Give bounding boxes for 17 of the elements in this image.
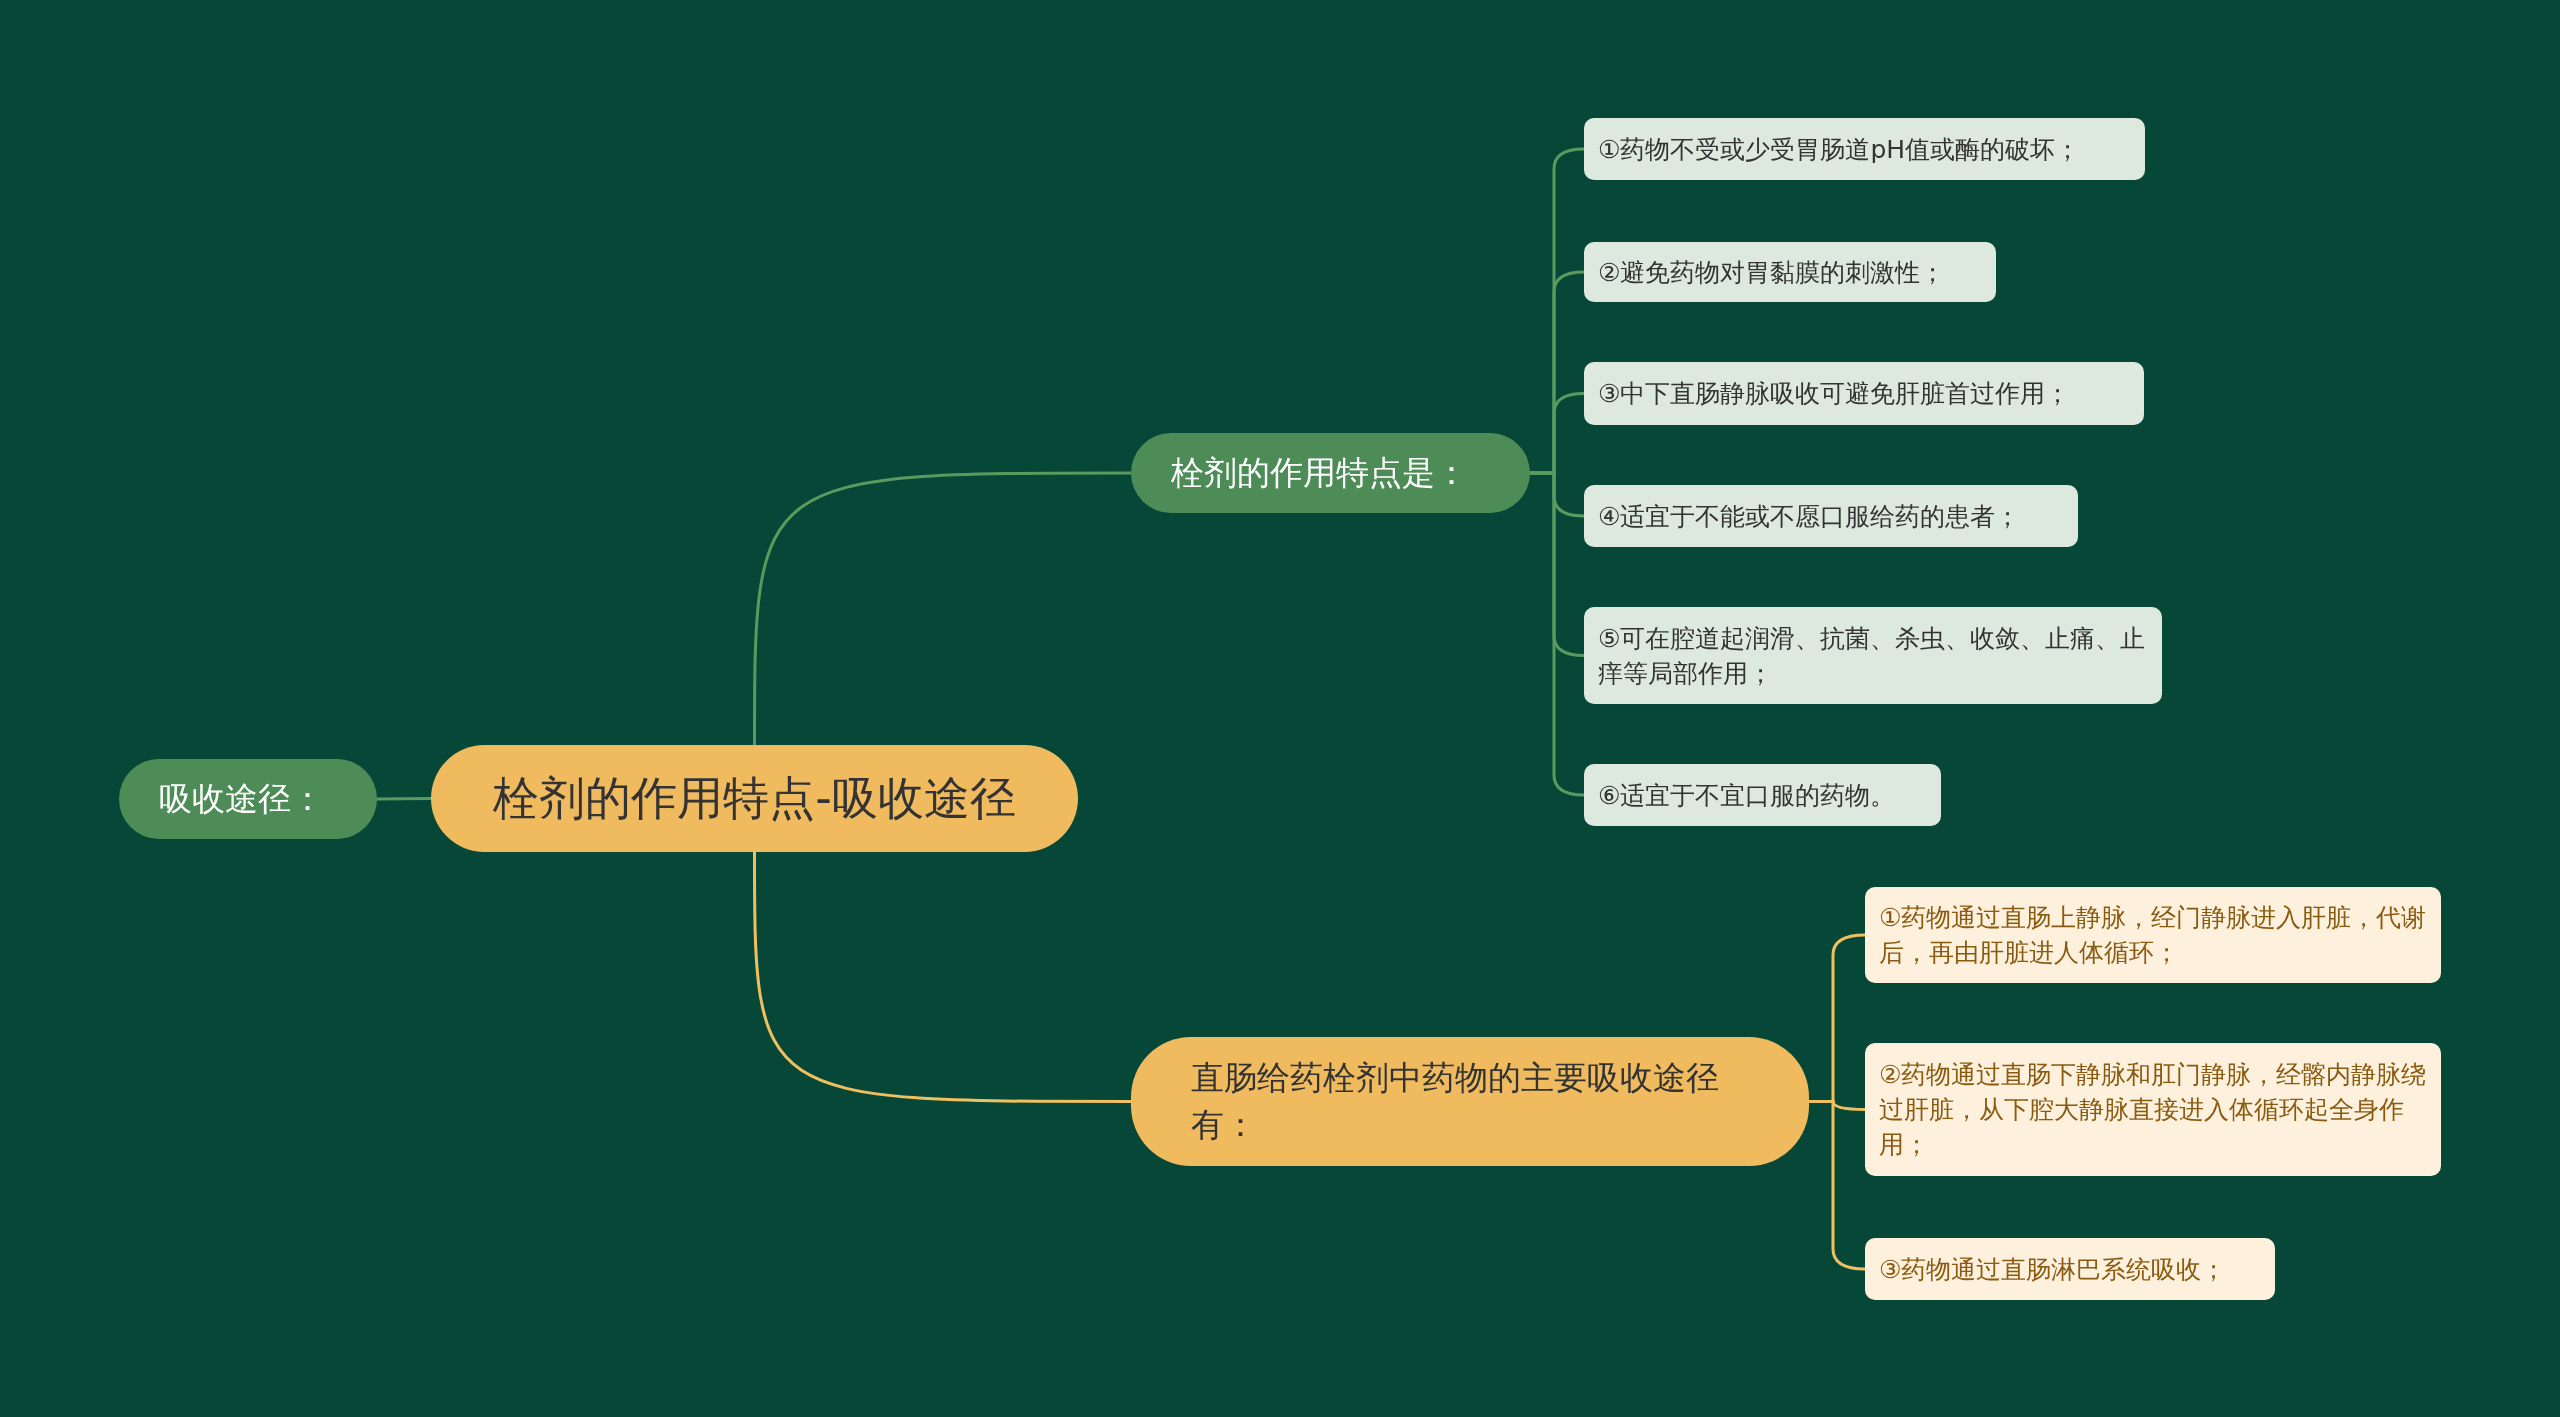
leaf-topic: ⑥适宜于不宜口服的药物。 (1584, 764, 1941, 826)
leaf-topic: ④适宜于不能或不愿口服给药的患者； (1584, 485, 2078, 547)
connector (1530, 471, 1585, 797)
connector (377, 797, 431, 801)
central-topic: 栓剂的作用特点-吸收途径 (431, 745, 1078, 852)
leaf-topic: ③中下直肠静脉吸收可避免肝脏首过作用； (1584, 362, 2144, 425)
leaf-topic: ②药物通过直肠下静脉和肛门静脉，经髂内静脉绕过肝脏，从下腔大静脉直接进入体循环起全身作用； (1865, 1043, 2441, 1176)
leaf-topic: ②避免药物对胃黏膜的刺激性； (1584, 242, 1996, 302)
leaf-topic: ⑤可在腔道起润滑、抗菌、杀虫、收敛、止痛、止痒等局部作用； (1584, 607, 2162, 704)
leaf-topic: ③药物通过直肠淋巴系统吸收； (1865, 1238, 2275, 1300)
connector (753, 852, 1131, 1103)
connector (753, 471, 1131, 745)
leaf-topic: ①药物通过直肠上静脉，经门静脉进入肝脏，代谢后，再由肝脏进人体循环； (1865, 887, 2441, 983)
branch-topic: 直肠给药栓剂中药物的主要吸收途径有： (1131, 1037, 1809, 1166)
branch-topic: 栓剂的作用特点是： (1131, 433, 1530, 513)
leaf-topic: ①药物不受或少受胃肠道pH值或酶的破坏； (1584, 118, 2145, 180)
branch-topic: 吸收途径： (119, 759, 377, 839)
